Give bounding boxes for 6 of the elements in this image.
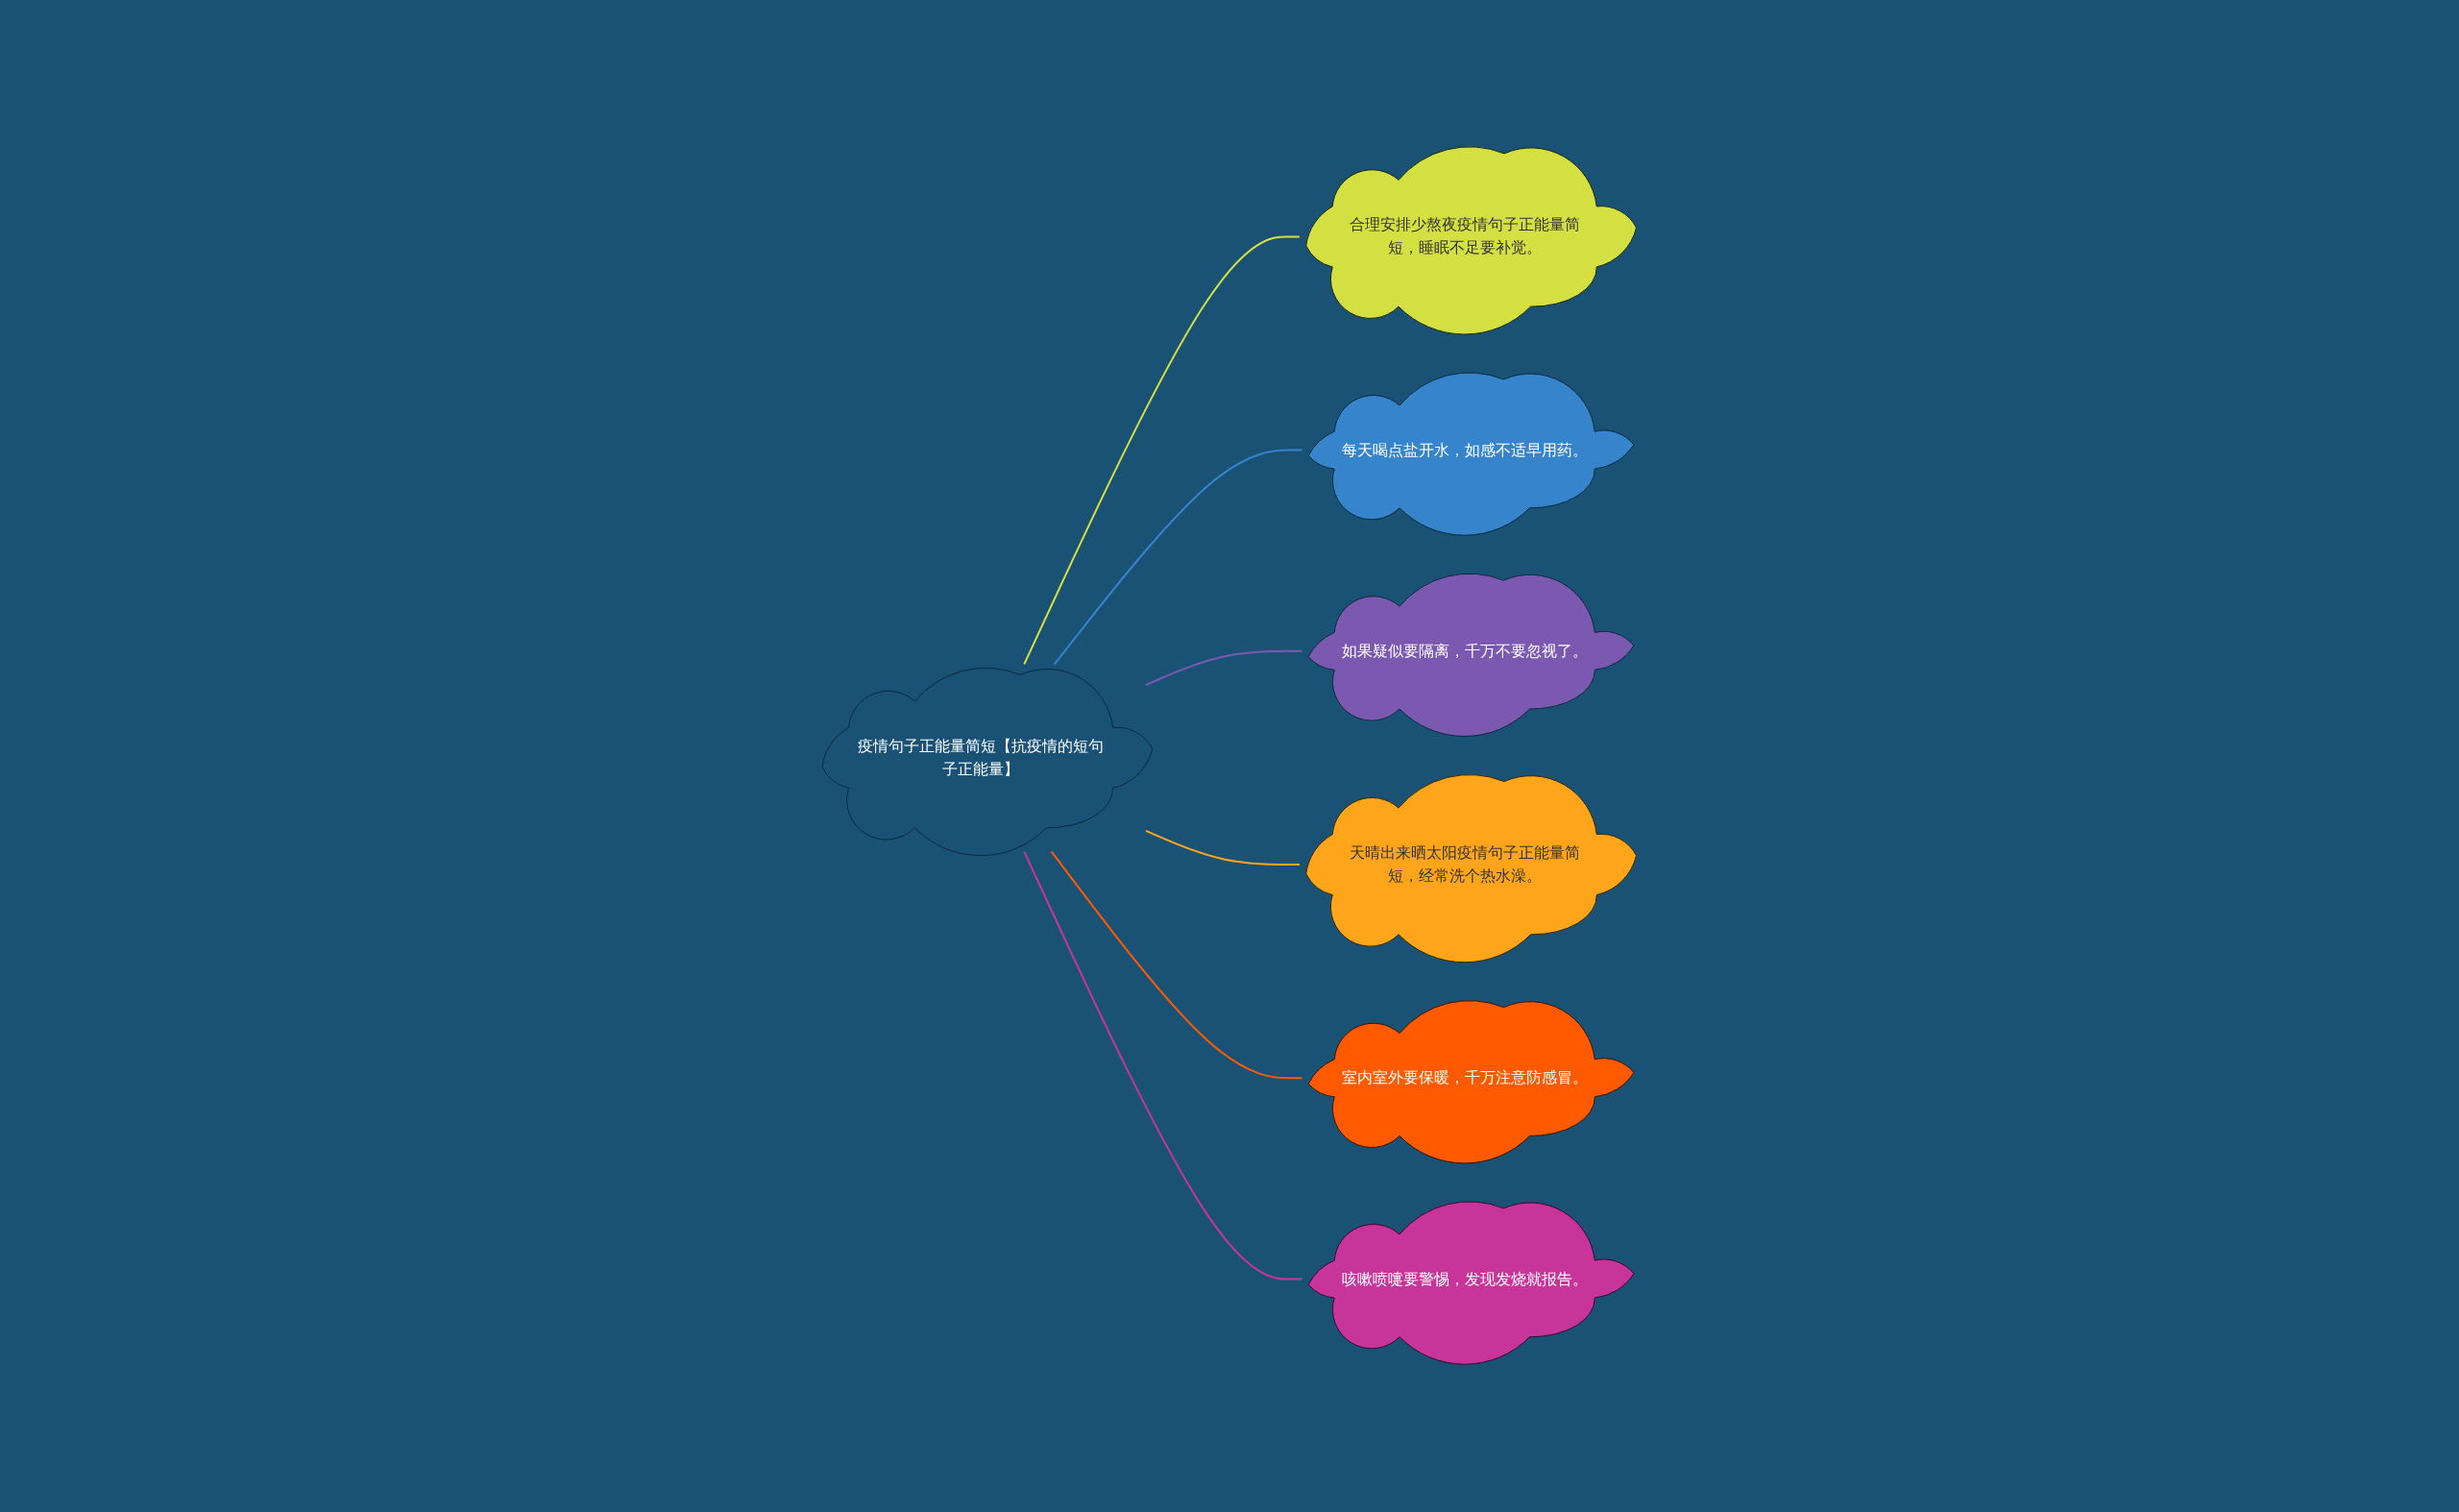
connector [1054, 450, 1303, 666]
connector [1145, 650, 1303, 687]
connector [1023, 851, 1303, 1281]
connector [1051, 851, 1303, 1080]
connector [1145, 830, 1302, 866]
connector [1023, 235, 1302, 666]
